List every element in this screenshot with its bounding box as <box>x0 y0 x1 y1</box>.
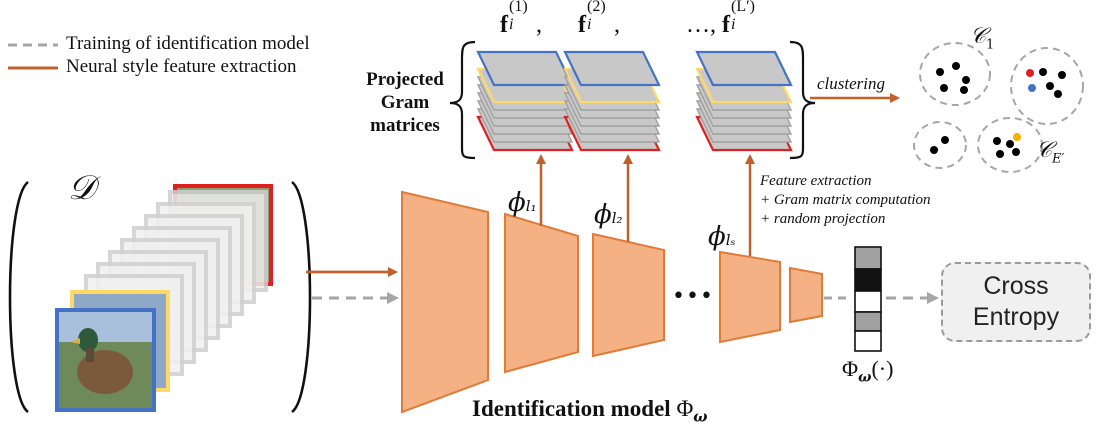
layer-s <box>719 250 781 344</box>
point <box>930 146 938 154</box>
right-paren-dataset <box>291 180 312 414</box>
projected-gram-label: Projected Gram matrices <box>366 69 444 136</box>
point <box>940 84 948 92</box>
layer-2 <box>592 232 665 358</box>
point-yellow <box>1013 133 1021 141</box>
point <box>941 136 949 144</box>
network-layers <box>401 190 823 414</box>
point <box>1058 71 1066 79</box>
fe-line-1: Feature extraction <box>760 173 872 189</box>
fe-line-2: + Gram matrix computation <box>760 192 931 208</box>
clustering-label: clustering <box>817 74 885 93</box>
point-red <box>1026 69 1034 77</box>
output-vector <box>854 246 882 352</box>
point <box>962 76 970 84</box>
phi-l1-label: ϕl₁ <box>508 188 537 218</box>
feature-extraction-note: Feature extraction + Gram matrix computa… <box>760 172 931 229</box>
layer-last <box>789 266 823 324</box>
cluster-1-boundary <box>919 42 991 106</box>
point <box>993 137 1001 145</box>
cluster-1-label: 𝒞1 <box>970 24 995 53</box>
point <box>1039 68 1047 76</box>
cluster-2-boundary <box>1010 47 1084 125</box>
point <box>996 150 1004 158</box>
cluster-E-label: 𝒞E′ <box>1036 138 1065 167</box>
cross-entropy-box: Cross Entropy <box>941 262 1091 342</box>
gram-stack-1 <box>476 50 574 152</box>
legend-training-label: Training of identification model <box>66 33 310 54</box>
point <box>1054 90 1062 98</box>
layer-0 <box>401 190 489 414</box>
phi-ls-label: ϕlₛ <box>708 222 736 252</box>
cross-entropy-line-1: Cross <box>983 272 1049 300</box>
point <box>1012 148 1020 156</box>
layer-1 <box>504 212 579 374</box>
point <box>960 86 968 94</box>
left-brace-projected <box>449 40 476 160</box>
gram-stack-L <box>695 50 793 152</box>
phi-l2-label: ϕl₂ <box>594 200 623 230</box>
right-brace-projected <box>789 40 816 160</box>
fe-line-3: + random projection <box>760 211 886 227</box>
output-label: Φω(·) <box>842 356 894 386</box>
cluster-scatter <box>913 42 1084 173</box>
model-title: Identification model Φω <box>472 396 708 426</box>
point <box>952 62 960 70</box>
cluster-E-boundary <box>977 117 1043 173</box>
dataset-label: 𝒟 <box>68 168 96 208</box>
left-paren-dataset <box>8 180 29 414</box>
point <box>1046 82 1054 90</box>
point-blue <box>1028 84 1036 92</box>
layer-ellipsis: ••• <box>672 284 714 309</box>
point <box>1006 140 1014 148</box>
legend-extraction-label: Neural style feature extraction <box>66 56 297 77</box>
cross-entropy-line-2: Entropy <box>972 303 1060 331</box>
cluster-3-boundary <box>913 121 967 169</box>
point <box>936 68 944 76</box>
image-stack <box>55 184 273 412</box>
gram-stack-2 <box>563 50 661 152</box>
